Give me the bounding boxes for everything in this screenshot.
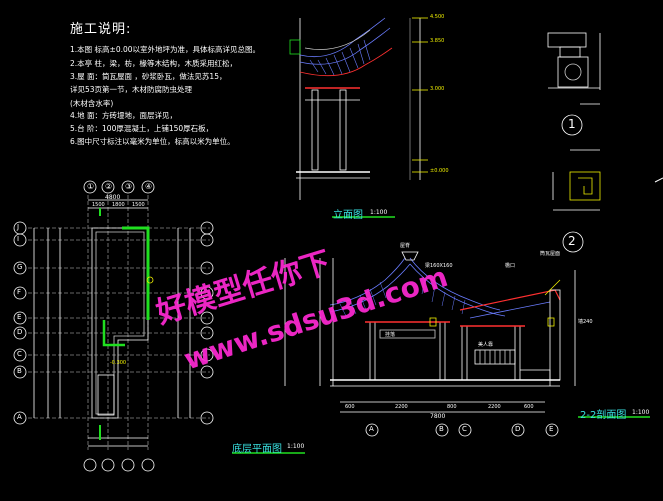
plan-dim-top-2: 1800 (112, 202, 125, 208)
plan-dim-total: 4800 (105, 194, 121, 201)
section-axis-B: B (439, 425, 444, 433)
elevation-scale: 1:100 (370, 209, 388, 216)
detail-1-label: 1 (568, 117, 576, 131)
axis-label-top-1: ① (87, 182, 95, 191)
annot-ridge: 屋脊 (400, 243, 411, 249)
detail-drawings (547, 32, 601, 253)
section-axis-D: D (515, 425, 521, 433)
axis-label-left-G: G (17, 263, 23, 271)
section-title: 2-2剖面图 (580, 410, 627, 421)
elevation-title: 立面图 (333, 210, 363, 221)
elev-mark-4: ±0.000 (430, 168, 449, 174)
axis-label-top-3: ③ (125, 182, 133, 191)
elev-mark-1: 4.500 (430, 14, 445, 20)
axis-label-left-J: J (17, 223, 20, 231)
section-scale: 1:100 (632, 409, 650, 416)
annot-wall: 墙240 (578, 319, 593, 325)
annot-level: -0.300 (110, 360, 127, 366)
annot-bracket: 挂落 (385, 332, 396, 338)
section-dim-5: 600 (524, 404, 534, 410)
annot-eave: 檐口 (505, 263, 516, 269)
section-dim-2: 2200 (395, 404, 408, 410)
annot-beam: 梁160X160 (425, 263, 453, 269)
elev-mark-3: 3.000 (430, 86, 445, 92)
axis-label-left-E: E (17, 313, 22, 321)
note-3: 3.屋 面：筒瓦屋面 ，砂浆卧瓦，做法见苏15， (70, 72, 227, 81)
axis-label-left-B: B (17, 367, 22, 375)
plan-dim-top-3: 1500 (132, 202, 145, 208)
note-5: (木材含水率) (70, 99, 114, 108)
plan-dim-top-1: 1500 (92, 202, 105, 208)
note-4: 详见53页第一节，木材防腐防虫处理 (70, 85, 193, 94)
axis-label-left-A: A (17, 413, 22, 421)
section-drawing (284, 251, 576, 437)
note-6: 4.地 面：方砖墁地，面层详见， (70, 111, 178, 120)
annot-rail: 美人靠 (478, 342, 494, 348)
section-axis-C: C (462, 425, 467, 433)
section-dim-4: 2200 (488, 404, 501, 410)
axis-label-left-C: C (17, 350, 22, 358)
detail-2-label: 2 (568, 234, 576, 248)
elev-mark-2: 3.850 (430, 38, 445, 44)
section-axis-E: E (549, 425, 554, 433)
section-dim-1: 600 (345, 404, 355, 410)
floor-plan (13, 180, 214, 472)
construction-notes-title: 施工说明: (70, 22, 132, 37)
note-8: 6.图中尺寸标注以毫米为单位，标高以米为单位。 (70, 137, 235, 146)
plan-scale: 1:100 (287, 443, 305, 450)
annot-roof: 筒瓦屋面 (540, 251, 561, 257)
plan-title: 底层平面图 (232, 444, 282, 455)
section-dim-3: 800 (447, 404, 457, 410)
axis-label-left-I: I (17, 235, 20, 243)
section-axis-A: A (369, 425, 374, 433)
elevation-drawing (289, 17, 428, 200)
axis-label-top-4: ④ (145, 182, 153, 191)
axis-label-left-D: D (17, 328, 23, 336)
note-1: 1.本图 标高±0.00以室外地坪为准，具体标高详见总图。 (70, 45, 261, 54)
section-dim-total: 7800 (430, 413, 446, 420)
axis-label-top-2: ② (105, 182, 113, 191)
axis-label-left-F: F (17, 288, 22, 296)
note-2: 2.本亭 柱，梁，枋，椽等木结构，木质采用红松， (70, 59, 238, 68)
note-7: 5.台 阶：100厚混凝土，上铺150厚石板， (70, 124, 214, 133)
